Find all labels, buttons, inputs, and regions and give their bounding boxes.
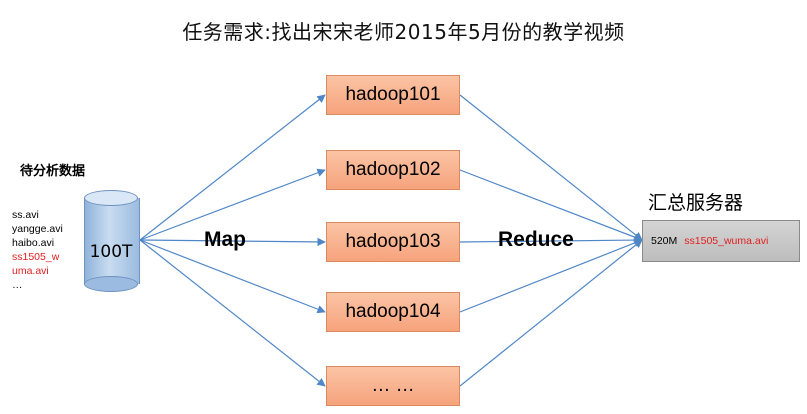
cylinder-top (84, 190, 138, 206)
storage-size-label: 100T (89, 242, 133, 262)
file-list: ss.avi yangge.avi haibo.avi ss1505_w uma.avi… (12, 208, 63, 292)
reduce-arrow (459, 238, 643, 313)
hadoop-node: hadoop104 (326, 292, 460, 332)
hadoop-node: hadoop103 (326, 222, 460, 262)
hadoop-node: hadoop102 (326, 150, 460, 190)
hadoop-node: … … (326, 366, 460, 406)
file-item: uma.avi (12, 265, 49, 277)
map-arrow (139, 94, 326, 241)
map-arrow (139, 239, 326, 387)
reduce-arrow (459, 235, 643, 245)
map-arrow (139, 168, 326, 241)
cylinder-body (84, 198, 140, 284)
diagram-title: 任务需求:找出宋宋老师2015年5月份的教学视频 (182, 20, 625, 44)
source-label: 待分析数据 (20, 164, 86, 179)
map-label: Map (204, 228, 246, 251)
file-item: ss1505_w (12, 251, 60, 263)
file-item: haibo.avi (12, 237, 55, 249)
server-box: 520M ss1505_wuma.avi (642, 220, 800, 262)
reduce-arrow (459, 239, 643, 387)
hadoop-node: hadoop101 (326, 75, 460, 115)
file-item: … (12, 279, 23, 291)
reduce-arrow (459, 94, 643, 241)
reduce-label: Reduce (498, 228, 574, 251)
file-item: yangge.avi (12, 223, 63, 235)
storage-cylinder: 100T (84, 190, 140, 292)
file-item: ss.avi (12, 209, 39, 221)
map-arrow (139, 237, 326, 247)
cylinder-bottom (84, 276, 138, 292)
map-arrow (139, 239, 326, 314)
reduce-arrow (459, 169, 643, 242)
server-file: ss1505_wuma.avi (684, 235, 769, 247)
server-title: 汇总服务器 (648, 192, 744, 214)
server-size: 520M (651, 235, 678, 247)
